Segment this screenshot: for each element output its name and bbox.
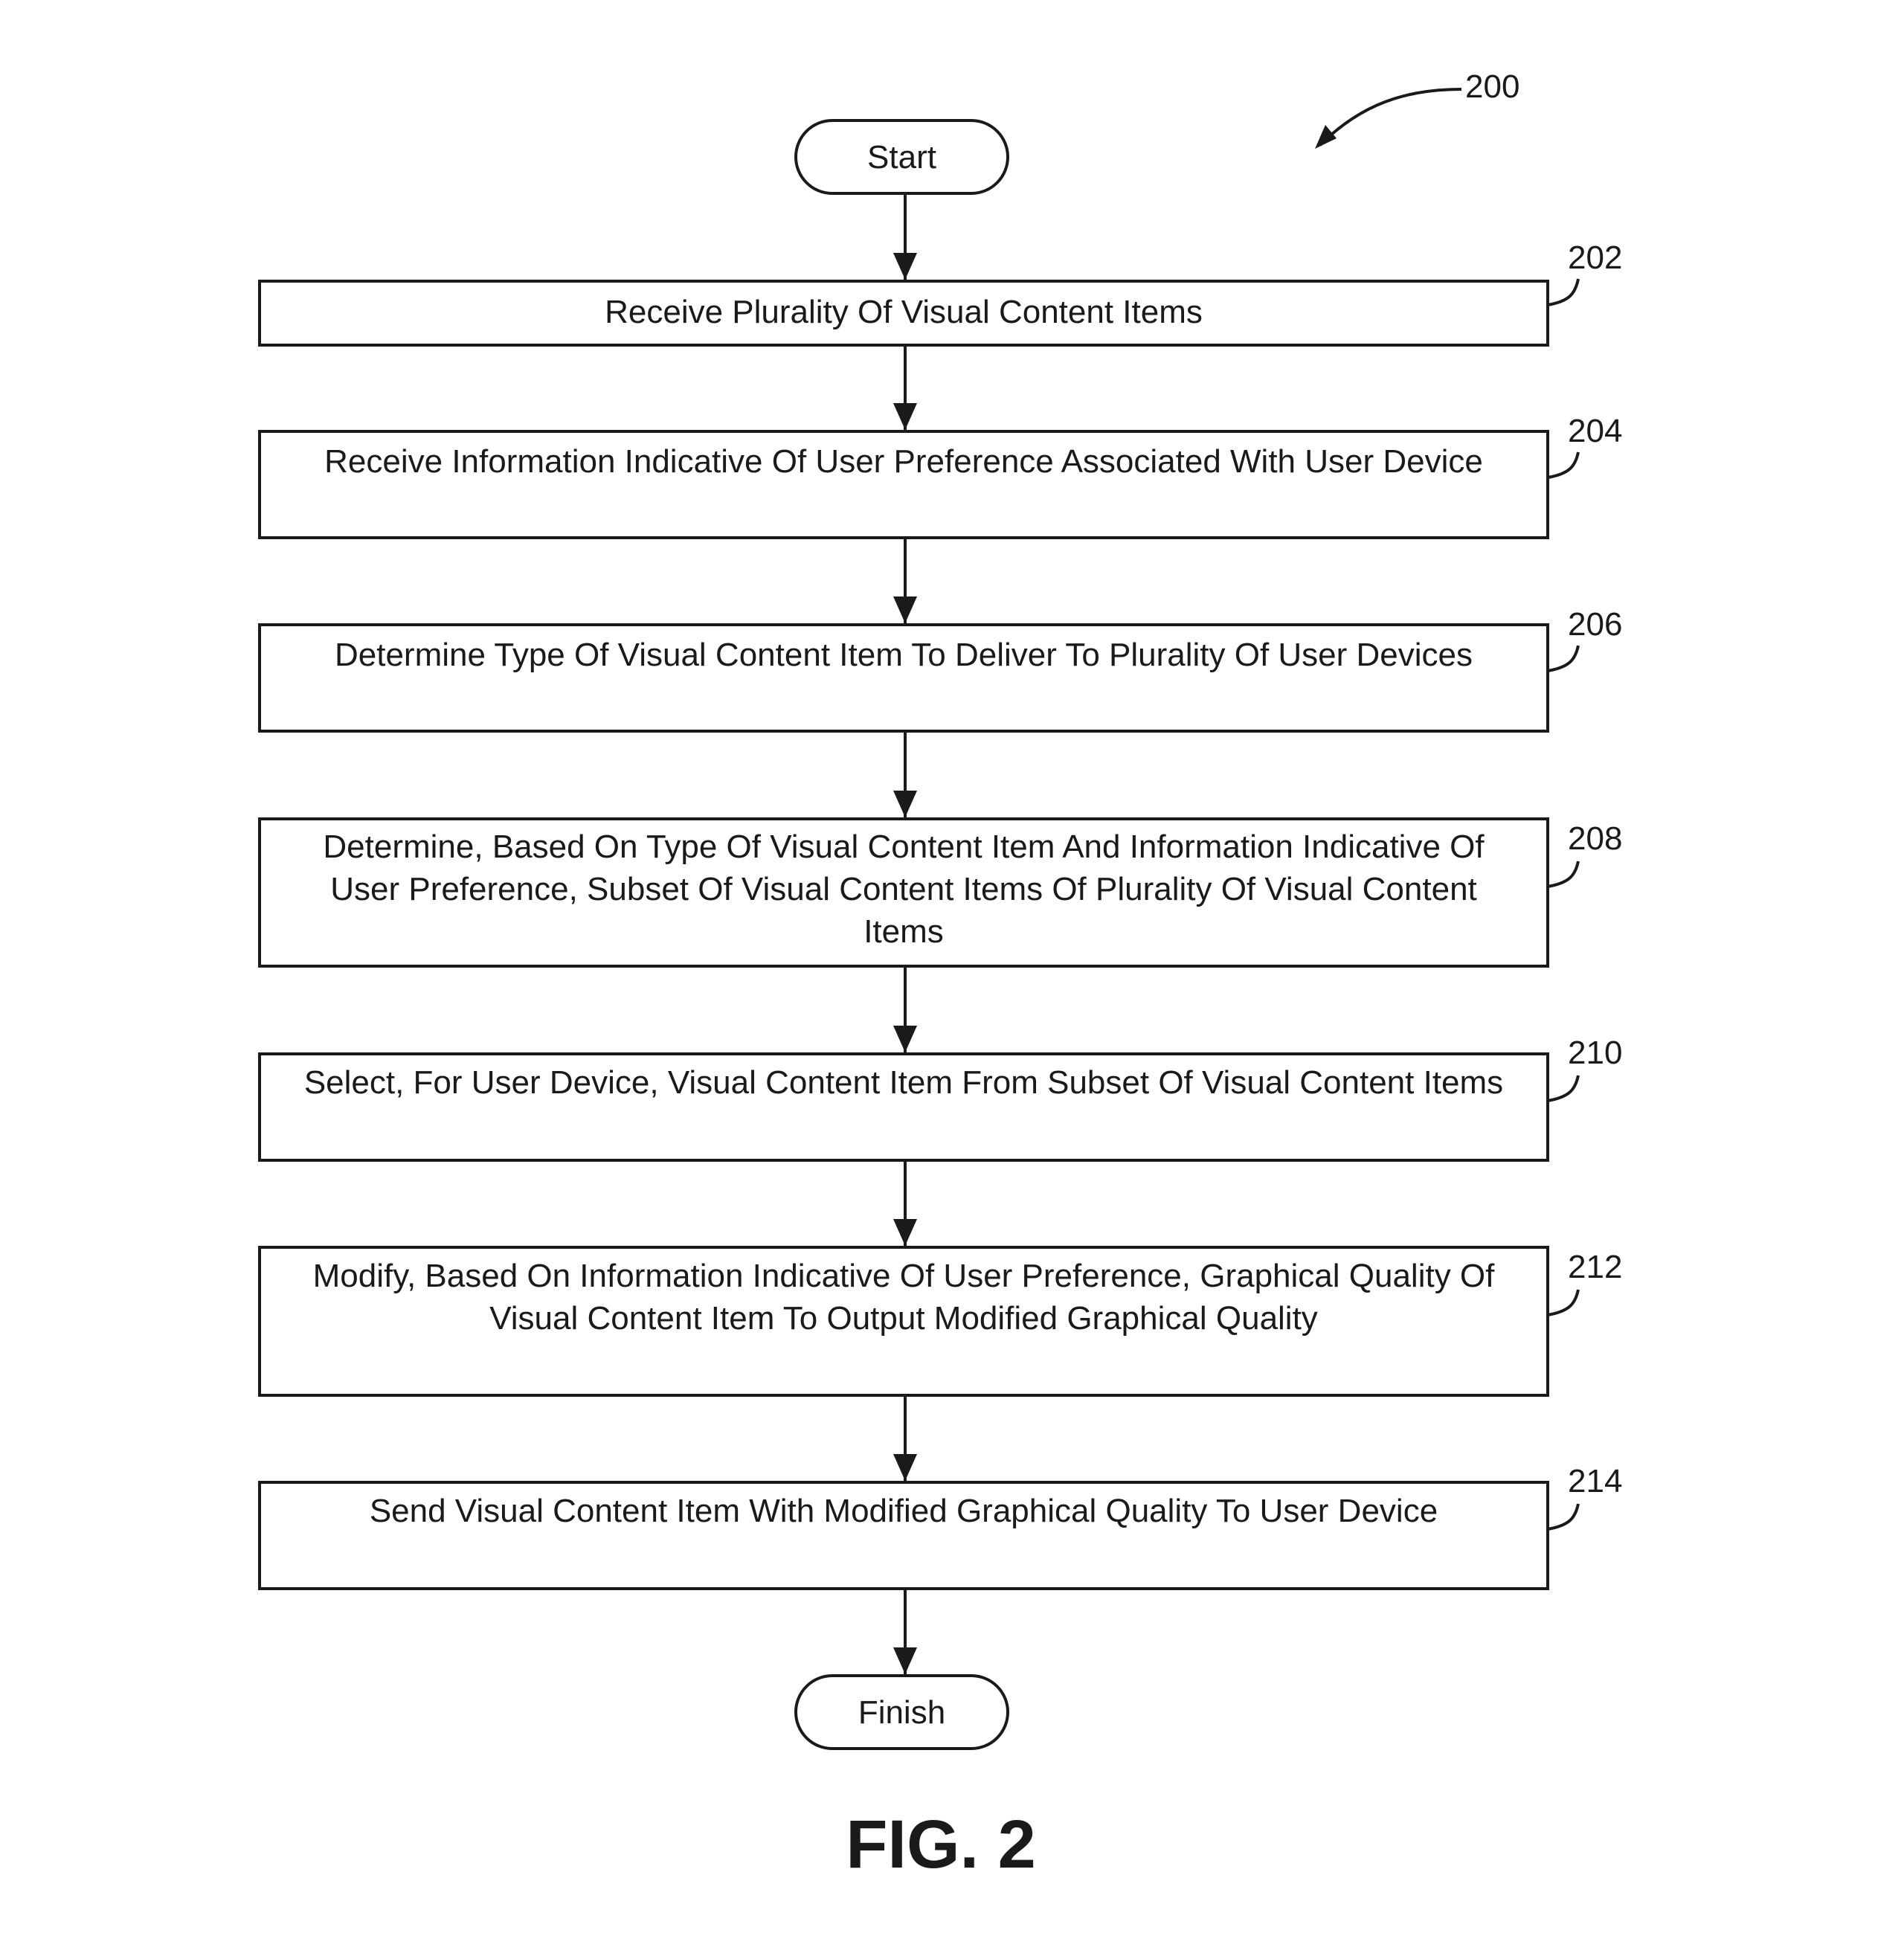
step-text-204: Receive Information Indicative Of User P… [324, 443, 1483, 480]
step-ref-204: 204 [1568, 413, 1623, 449]
step-box-208 [258, 817, 1549, 968]
step-text-214: Send Visual Content Item With Modified G… [369, 1493, 1438, 1529]
ref-212-leader [1547, 1289, 1580, 1316]
ref-210-leader [1547, 1075, 1580, 1102]
step-ref-202: 202 [1568, 239, 1623, 276]
finish-terminal [794, 1674, 1009, 1750]
ref-200-leader-arrow [1319, 88, 1462, 147]
finish-label: Finish [858, 1694, 946, 1731]
ref-204-leader [1547, 451, 1580, 479]
start-label: Start [867, 138, 936, 176]
step-box-206 [258, 623, 1549, 733]
step-box-210 [258, 1052, 1549, 1162]
step-ref-210: 210 [1568, 1035, 1623, 1071]
step-box-202 [258, 280, 1549, 347]
step-text-212: Modify, Based On Information Indicative … [312, 1258, 1495, 1337]
step-text-208: Determine, Based On Type Of Visual Conte… [323, 829, 1485, 950]
step-box-214 [258, 1481, 1549, 1590]
step-text-210: Select, For User Device, Visual Content … [303, 1064, 1504, 1101]
step-ref-206: 206 [1568, 606, 1623, 643]
ref-214-leader [1547, 1503, 1580, 1531]
step-text-202: Receive Plurality Of Visual Content Item… [605, 294, 1203, 330]
step-ref-208: 208 [1568, 820, 1623, 857]
step-ref-212: 212 [1568, 1249, 1623, 1285]
ref-200-arrowhead [1315, 125, 1337, 149]
step-text-206: Determine Type Of Visual Content Item To… [334, 637, 1473, 673]
step-box-212 [258, 1246, 1549, 1397]
step-box-204 [258, 430, 1549, 539]
ref-202-leader [1547, 278, 1580, 306]
ref-208-leader [1547, 861, 1580, 888]
diagram-ref-200: 200 [1465, 68, 1520, 105]
ref-206-leader [1547, 645, 1580, 672]
start-terminal [794, 119, 1009, 195]
figure-label: FIG. 2 [846, 1807, 1036, 1882]
step-ref-214: 214 [1568, 1463, 1623, 1499]
